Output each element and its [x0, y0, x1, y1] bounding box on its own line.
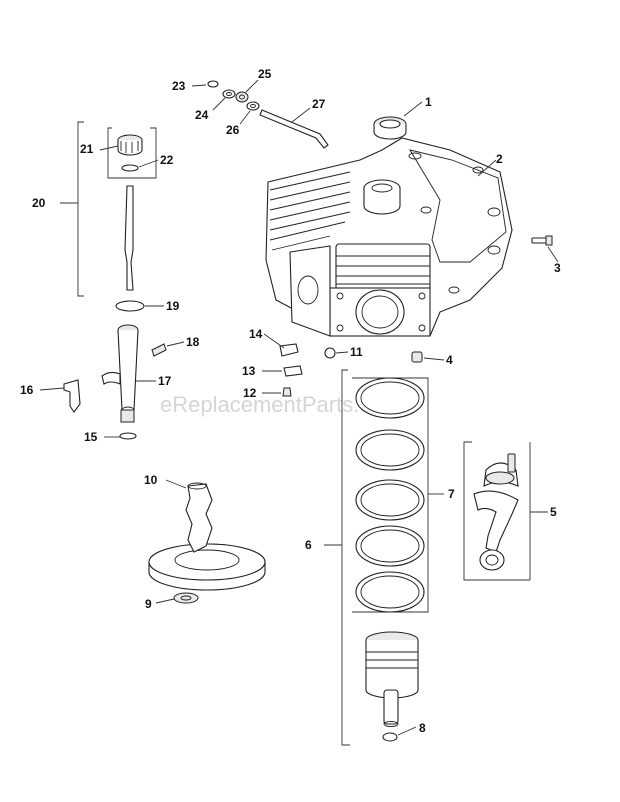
callout-15: 15 [84, 430, 98, 444]
part-7-piston-rings [355, 377, 425, 613]
callout-12: 12 [243, 386, 257, 400]
callout-18: 18 [186, 335, 200, 349]
callout-10: 10 [144, 473, 158, 487]
part-16-bracket [39, 379, 81, 413]
part-5-connecting-rod [473, 453, 519, 571]
callout-23: 23 [172, 79, 186, 93]
callout-25: 25 [258, 67, 272, 81]
callout-26: 26 [226, 123, 240, 137]
part-8-retainer [382, 726, 417, 742]
callout-4: 4 [446, 353, 453, 367]
callout-11: 11 [350, 345, 363, 359]
callout-16: 16 [20, 383, 34, 397]
part-25-nut [235, 79, 259, 103]
callout-6: 6 [305, 538, 312, 552]
callout-21: 21 [80, 142, 94, 156]
callout-8: 8 [419, 721, 426, 735]
group-bracket-21 [107, 127, 157, 179]
group-bracket-5 [463, 441, 548, 581]
callout-20: 20 [32, 196, 46, 210]
callout-24: 24 [195, 108, 209, 122]
part-12-pin [262, 387, 292, 397]
callout-5: 5 [550, 505, 557, 519]
callout-19: 19 [166, 299, 180, 313]
callout-17: 17 [158, 374, 172, 388]
part-20-dipstick [124, 185, 134, 291]
part-9-washer [155, 592, 199, 604]
part-18-screw [151, 341, 185, 357]
callout-22: 22 [160, 153, 174, 167]
part-13-sleeve [262, 365, 303, 377]
callout-27: 27 [312, 97, 326, 111]
part-6-piston [365, 631, 419, 727]
callout-1: 1 [425, 95, 432, 109]
part-23-pin [191, 80, 219, 88]
part-3-bolt [531, 235, 559, 263]
part-10-camshaft [148, 479, 266, 591]
part-17-tube [117, 324, 156, 423]
callout-13: 13 [242, 364, 256, 378]
callout-3: 3 [554, 261, 561, 275]
part-26-washer [239, 101, 260, 125]
callout-9: 9 [145, 597, 152, 611]
group-bracket-20 [60, 121, 84, 297]
part-14-shaft [263, 333, 299, 357]
group-bracket-6 [324, 369, 350, 746]
part-2-crankcase [265, 137, 513, 337]
callout-14: 14 [249, 327, 263, 341]
tube-clip [101, 371, 121, 385]
part-4-plug [411, 351, 445, 363]
part-11-plug [324, 347, 349, 359]
part-19-o-ring [115, 300, 164, 312]
cooling-fins [269, 171, 351, 251]
callout-labels: 1 2 3 4 5 6 7 8 9 10 11 12 13 14 15 16 1… [20, 67, 561, 735]
part-15-o-ring [104, 432, 137, 440]
callout-2: 2 [496, 152, 503, 166]
part-22-o-ring [121, 159, 159, 172]
part-24-washer [212, 89, 236, 111]
part-21-dipstick-cap [99, 134, 143, 156]
part-27-rod [259, 107, 329, 149]
callout-7: 7 [448, 487, 455, 501]
part-1-seal [373, 101, 423, 140]
